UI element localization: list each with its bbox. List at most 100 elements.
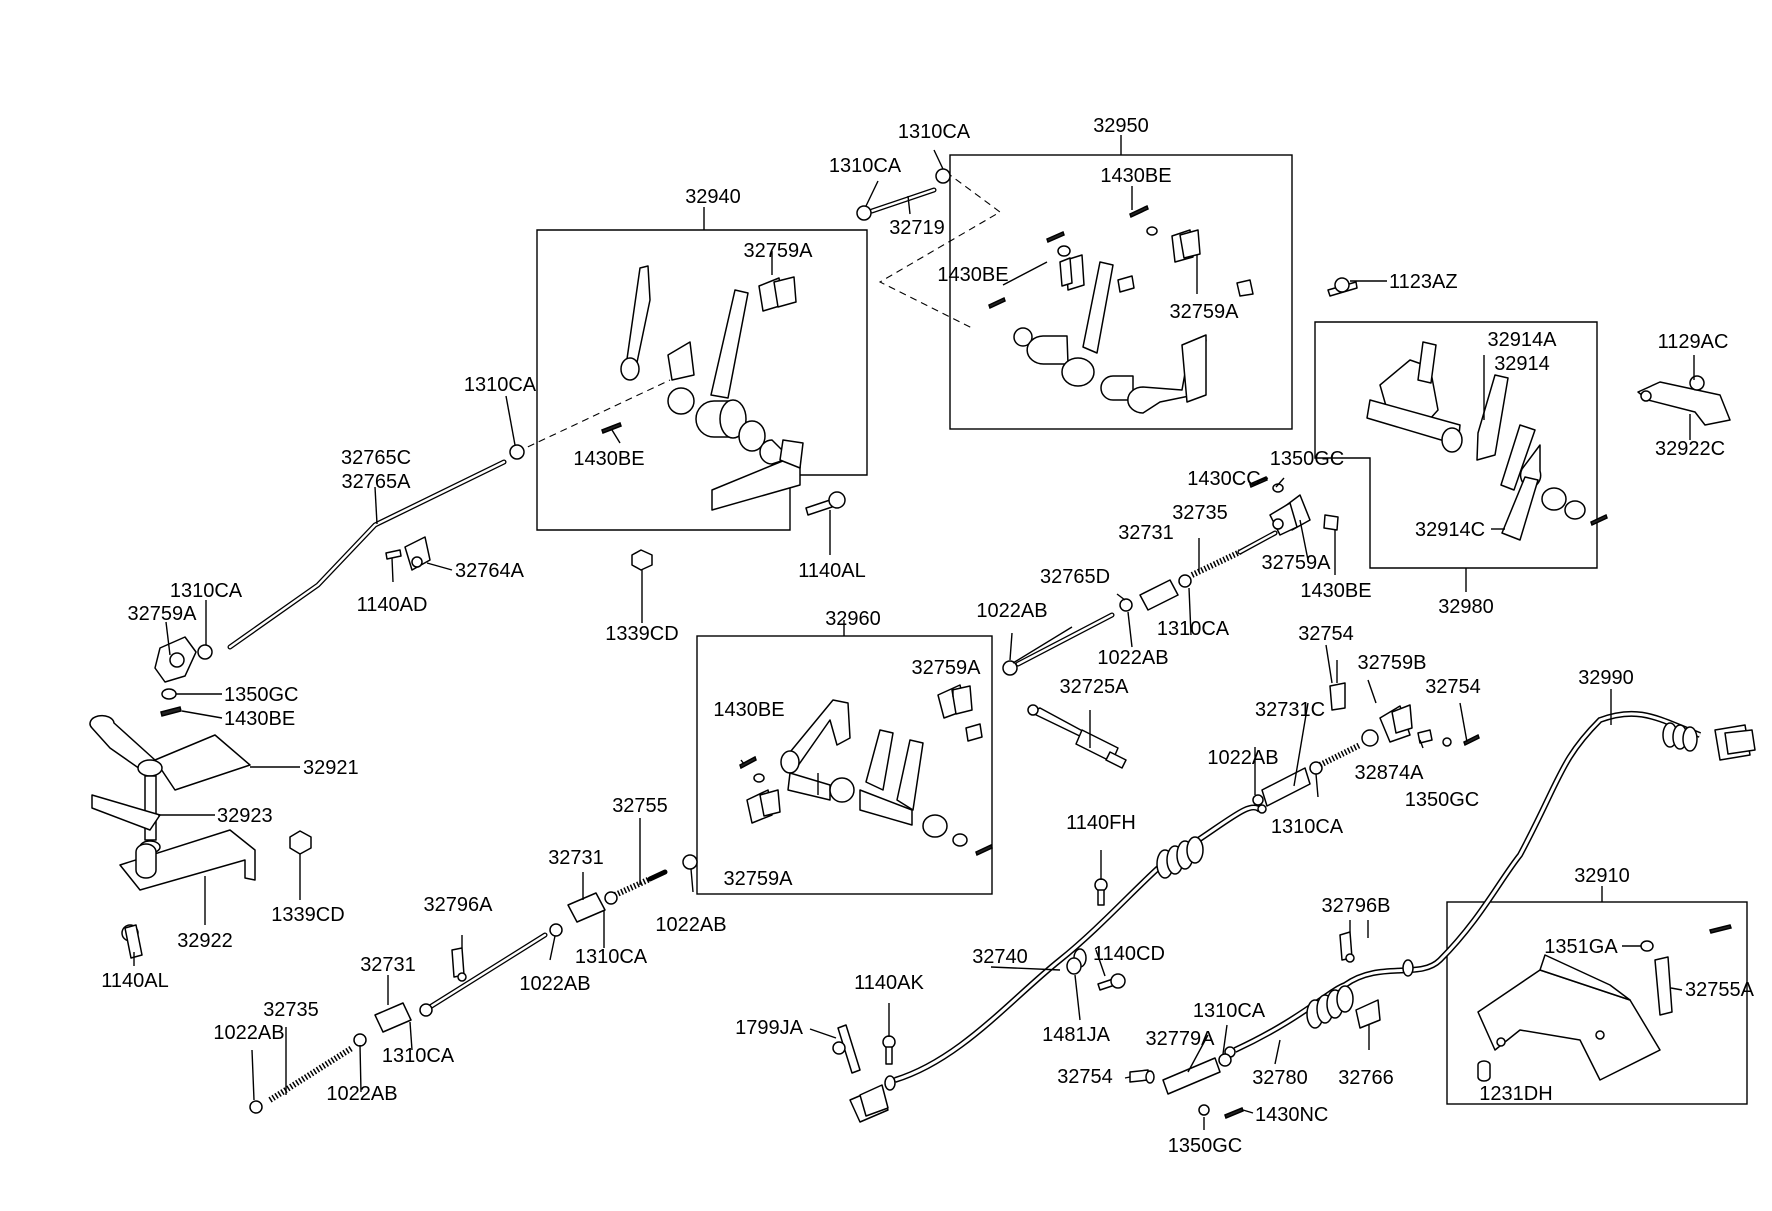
label-1350GC: 1350GC — [1405, 789, 1480, 811]
bracket-assembly-32910 — [1477, 924, 1732, 1082]
label-1430BE: 1430BE — [1100, 165, 1171, 187]
label-1022AB: 1022AB — [1097, 647, 1168, 669]
label-32759A: 32759A — [1170, 301, 1240, 323]
label-1481JA: 1481JA — [1042, 1024, 1110, 1046]
clip-32759A-right — [1249, 475, 1339, 575]
callout-labels: 32950 1310CA 1310CA 32719 1430BE 1430BE … — [101, 115, 1754, 1157]
nut-1339CD-upper — [631, 549, 653, 623]
label-32735: 32735 — [263, 999, 319, 1021]
label-1430BE: 1430BE — [1300, 580, 1371, 602]
label-32759A: 32759A — [1262, 552, 1332, 574]
label-32765D: 32765D — [1040, 566, 1110, 588]
shift-rod-32765 — [227, 379, 671, 650]
label-32990: 32990 — [1578, 667, 1634, 689]
label-32922C: 32922C — [1655, 438, 1725, 460]
bracket-32922 — [119, 829, 256, 925]
bolt-1140FH — [1094, 878, 1108, 906]
label-32980: 32980 — [1438, 596, 1494, 618]
label-1350GC: 1350GC — [1168, 1135, 1243, 1157]
nut-1339CD-lower — [289, 830, 312, 900]
label-1350GC: 1350GC — [224, 684, 299, 706]
label-32754: 32754 — [1298, 623, 1354, 645]
assembly-box-32950 — [878, 135, 1293, 430]
label-1310CA: 1310CA — [382, 1045, 455, 1067]
pivot-bracket-left — [154, 636, 213, 717]
bolt-1140AK — [882, 1035, 896, 1065]
label-1310CA: 1310CA — [575, 946, 648, 968]
label-32731: 32731 — [360, 954, 416, 976]
label-1430BE: 1430BE — [573, 448, 644, 470]
rod-32755-assembly — [249, 854, 698, 1114]
label-32910: 32910 — [1574, 865, 1630, 887]
clamp-1481JA — [1066, 957, 1082, 975]
label-32759A: 32759A — [724, 868, 794, 890]
label-1310CA: 1310CA — [170, 580, 243, 602]
label-32940: 32940 — [685, 186, 741, 208]
label-32725A: 32725A — [1060, 676, 1130, 698]
shift-cable-32740 — [849, 804, 1267, 1123]
label-32731: 32731 — [548, 847, 604, 869]
label-32923: 32923 — [217, 805, 273, 827]
label-32764A: 32764A — [455, 560, 525, 582]
label-32754: 32754 — [1057, 1066, 1113, 1088]
label-1140AL: 1140AL — [101, 970, 168, 992]
clip-32779A — [1129, 1053, 1244, 1119]
clip-1799JA — [832, 1024, 861, 1074]
label-32779A: 32779A — [1146, 1028, 1216, 1050]
label-1123AZ: 1123AZ — [1389, 271, 1458, 293]
label-1140CD: 1140CD — [1093, 943, 1165, 965]
assembly-box-32940 — [536, 207, 868, 531]
label-32922: 32922 — [177, 930, 233, 952]
label-1339CD: 1339CD — [605, 623, 678, 645]
label-1129AC: 1129AC — [1658, 331, 1729, 353]
label-1310CA: 1310CA — [898, 121, 971, 143]
leader-lines — [165, 149, 1683, 1130]
label-1231DH: 1231DH — [1479, 1083, 1552, 1105]
pedal-bracket-assembly-32950 — [988, 204, 1254, 414]
label-32780: 32780 — [1252, 1067, 1308, 1089]
shaft-32719 — [856, 168, 951, 221]
bracket-32922C — [1637, 355, 1731, 440]
assembly-box-32980 — [1314, 321, 1598, 592]
label-32914C: 32914C — [1415, 519, 1485, 541]
bracket-32796A — [451, 935, 467, 982]
bracket-32796B — [1339, 920, 1355, 963]
bolt-1123AZ — [1327, 277, 1387, 297]
label-1022AB: 1022AB — [976, 600, 1047, 622]
clip-32764A — [385, 536, 431, 571]
label-32765A: 32765A — [342, 471, 412, 493]
label-32960: 32960 — [825, 608, 881, 630]
bolt-1140AL-upper — [805, 491, 846, 555]
label-32796B: 32796B — [1322, 895, 1391, 917]
label-1310CA: 1310CA — [1193, 1000, 1266, 1022]
label-32914: 32914 — [1494, 353, 1550, 375]
label-1351GA: 1351GA — [1544, 936, 1618, 958]
label-32921: 32921 — [303, 757, 359, 779]
label-1430BE: 1430BE — [937, 264, 1008, 286]
label-32731C: 32731C — [1255, 699, 1325, 721]
label-32759A: 32759A — [744, 240, 814, 262]
label-32950: 32950 — [1093, 115, 1149, 137]
bolt-1140AL-lower — [121, 924, 143, 966]
label-32914A: 32914A — [1488, 329, 1558, 351]
label-1022AB: 1022AB — [326, 1083, 397, 1105]
label-1022AB: 1022AB — [519, 973, 590, 995]
label-1022AB: 1022AB — [655, 914, 726, 936]
lever-assembly-32960 — [739, 684, 993, 857]
label-32719: 32719 — [889, 217, 945, 239]
label-1430BE: 1430BE — [224, 708, 295, 730]
label-32754: 32754 — [1425, 676, 1481, 698]
label-32796A: 32796A — [424, 894, 494, 916]
rod-32765D-and-adjuster — [1002, 530, 1278, 676]
rod-32731C — [1252, 660, 1480, 807]
label-32759B: 32759B — [1358, 652, 1427, 674]
label-1022AB: 1022AB — [213, 1022, 284, 1044]
cable-32780 — [1224, 710, 1756, 1058]
label-1140AK: 1140AK — [854, 972, 924, 994]
label-32765C: 32765C — [341, 447, 411, 469]
label-32874A: 32874A — [1355, 762, 1425, 784]
label-1799JA: 1799JA — [735, 1017, 803, 1039]
label-1310CA: 1310CA — [829, 155, 902, 177]
label-1350GC: 1350GC — [1270, 448, 1345, 470]
